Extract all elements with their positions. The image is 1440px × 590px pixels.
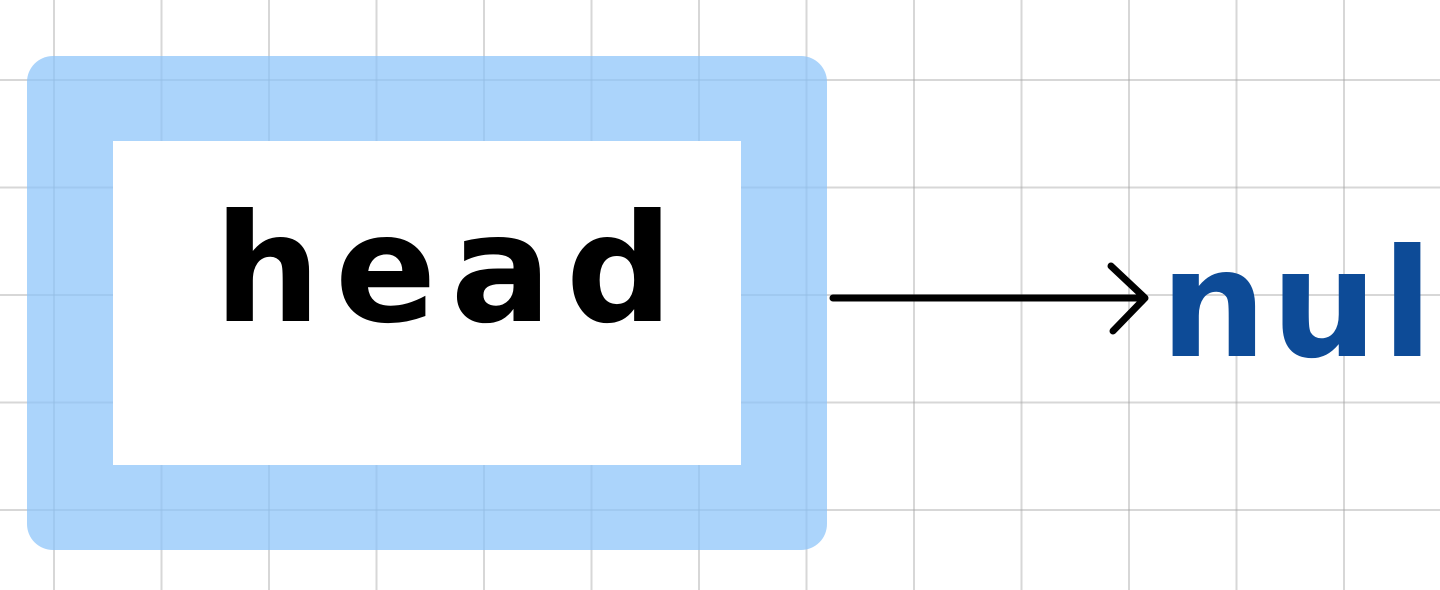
head-label: head [214, 183, 688, 357]
head-node-box [27, 56, 827, 550]
head-node-inner [113, 141, 741, 465]
arrow-head [1107, 262, 1149, 335]
null-label: null [1160, 218, 1440, 392]
